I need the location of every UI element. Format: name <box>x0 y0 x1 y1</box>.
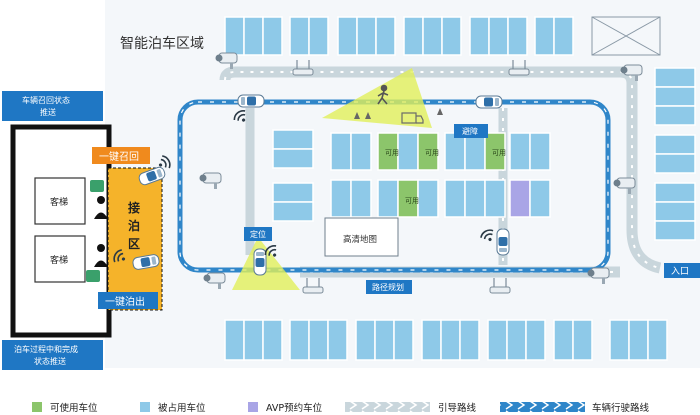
legend-drive-label: 车辆行驶路线 <box>592 402 650 414</box>
elevator-1-label: 客梯 <box>50 196 68 208</box>
svg-text:可用: 可用 <box>492 149 506 157</box>
right-parking-column <box>654 67 696 241</box>
car-icon <box>496 228 510 256</box>
process-status-box <box>2 340 103 370</box>
one-key-recall-button <box>92 147 150 164</box>
legend-avp-label: AVP预约车位 <box>266 402 323 414</box>
elevator-2-label: 客梯 <box>50 254 68 266</box>
pedestrian-icon <box>377 84 389 105</box>
legend-guide-label: 引导路线 <box>438 402 477 414</box>
recall-status-box <box>2 91 103 121</box>
available-tags: 可用 可用 可用 可用 <box>385 149 506 205</box>
svg-text:可用: 可用 <box>425 149 439 157</box>
recall-status-line1: 车辆召回状态 <box>22 95 70 105</box>
legend-avp-swatch <box>248 402 258 412</box>
pickup-zone-char3: 区 <box>128 237 140 251</box>
svg-text:可用: 可用 <box>385 149 399 157</box>
avoid-tag <box>454 124 488 138</box>
legend-available-label: 可使用车位 <box>50 402 98 414</box>
bottom-parking-row <box>224 319 668 361</box>
recall-status-line2: 推送 <box>40 107 56 117</box>
car-icon <box>475 95 503 109</box>
car-icon <box>253 248 267 276</box>
central-parking-blocks <box>272 129 551 222</box>
path-plan-tag <box>366 280 412 294</box>
hd-map-label: 高清地图 <box>343 234 377 245</box>
pickup-zone-char1: 接 <box>128 200 140 215</box>
hd-map-box <box>324 217 399 257</box>
pickup-zone-char2: 泊 <box>128 218 140 233</box>
elevator-2 <box>34 235 86 283</box>
one-key-out-button <box>98 292 158 309</box>
cone-icon <box>354 108 443 119</box>
one-key-out-label: 一键泊出 <box>105 295 145 308</box>
process-status-line1: 泊车过程中和完成 <box>14 344 78 354</box>
empty-space <box>591 16 661 56</box>
legend-occupied-label: 被占用车位 <box>158 402 206 414</box>
user-with-phone-icon <box>86 180 108 282</box>
truck-icon <box>401 112 424 124</box>
page-title: 智能泊车区域 <box>120 35 204 52</box>
svg-text:可用: 可用 <box>405 197 419 205</box>
legend: 可使用车位 被占用车位 AVP预约车位 引导路线 车辆行驶路线 <box>32 402 650 414</box>
locate-tag-label: 定位 <box>250 229 266 239</box>
legend-occupied-swatch <box>140 402 150 412</box>
car-icon <box>237 94 265 108</box>
pickup-zone <box>107 167 163 311</box>
path-plan-tag-label: 路径规划 <box>372 282 404 292</box>
elevator-1 <box>34 177 86 225</box>
entrance-tag <box>664 263 700 278</box>
legend-available-swatch <box>32 402 42 412</box>
process-status-line2: 状态推送 <box>34 356 66 366</box>
avoid-tag-label: 避障 <box>462 126 478 136</box>
one-key-recall-label: 一键召回 <box>99 150 139 163</box>
locate-tag <box>244 227 272 241</box>
entrance-label: 入口 <box>671 266 689 277</box>
top-parking-row <box>224 16 574 56</box>
